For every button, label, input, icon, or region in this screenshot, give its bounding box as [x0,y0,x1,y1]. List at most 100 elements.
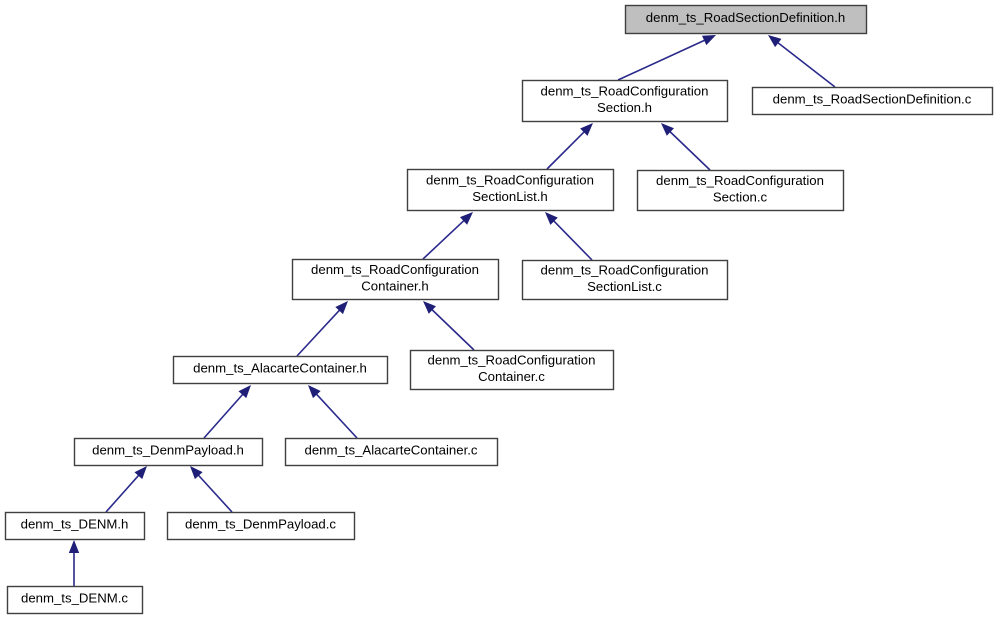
graph-node-denm_payload_c[interactable]: denm_ts_DenmPayload.c [166,511,356,541]
node-label-line: denm_ts_RoadSectionDefinition.h [646,10,845,25]
node-box[interactable] [291,258,500,301]
edge-line [552,219,593,261]
graph-edge [68,540,80,586]
node-label: denm_ts_DenmPayload.c [185,517,336,532]
edge-arrowhead-icon [190,466,203,480]
node-box[interactable] [521,259,729,301]
edge-line [296,308,342,357]
node-label: denm_ts_AlacarteContainer.h [193,361,367,376]
node-label-line: denm_ts_DenmPayload.c [185,517,336,532]
node-label-line: denm_ts_RoadConfiguration [428,353,596,368]
edge-arrowhead-icon [134,466,147,480]
node-box[interactable] [751,86,994,116]
node-label-line: denm_ts_RoadConfiguration [541,84,709,99]
node-label-line: denm_ts_RoadConfiguration [656,173,824,188]
graph-edge [545,212,593,261]
node-label-line: denm_ts_RoadConfiguration [426,173,594,188]
graph-edge [768,35,836,88]
node-label: denm_ts_DENM.c [21,591,128,606]
node-label-line: denm_ts_RoadConfiguration [541,263,709,278]
edge-arrowhead-icon [68,540,80,553]
graph-edge [422,212,473,260]
node-label-line: denm_ts_RoadConfiguration [311,262,479,277]
graph-edge [546,123,593,170]
node-label-line: denm_ts_DENM.h [21,517,129,532]
node-label-line: SectionList.h [472,189,548,204]
edge-line [546,130,586,170]
node-label: denm_ts_RoadSectionDefinition.h [646,10,845,25]
node-box[interactable] [73,437,264,467]
node-label-line: SectionList.c [587,279,662,294]
node-box[interactable] [284,437,499,467]
graph-node-alacarte_container_c[interactable]: denm_ts_AlacarteContainer.c [284,437,499,467]
node-label-line: Section.h [597,100,652,115]
edge-arrowhead-icon [335,301,348,315]
node-label-line: Section.c [713,190,768,205]
node-box[interactable] [521,79,729,123]
graph-edge [423,301,475,351]
graph-edge [308,385,358,439]
graph-edge [203,385,251,439]
edge-arrowhead-icon [580,123,593,136]
node-label-line: denm_ts_AlacarteContainer.c [304,443,477,458]
edge-arrowhead-icon [702,35,716,46]
graph-node-denm_c[interactable]: denm_ts_DENM.c [6,585,144,615]
edge-line [776,41,836,88]
node-label: denm_ts_DENM.h [21,517,129,532]
graph-edge [105,466,147,513]
edge-arrowhead-icon [423,301,436,314]
edge-arrowhead-icon [459,212,473,225]
node-box[interactable] [166,511,356,541]
graph-edge [617,35,716,81]
node-label: denm_ts_AlacarteContainer.c [304,443,477,458]
node-box[interactable] [172,355,389,385]
graph-node-denm_payload_h[interactable]: denm_ts_DenmPayload.h [73,437,264,467]
node-box[interactable] [6,585,144,615]
edge-arrowhead-icon [308,385,321,399]
graph-edge [296,301,348,357]
node-box[interactable] [636,169,845,212]
node-label-line: denm_ts_RoadSectionDefinition.c [773,92,972,107]
graph-edge [190,466,233,513]
nodes-layer: denm_ts_RoadSectionDefinition.h denm_ts_R… [4,4,994,615]
edge-line [422,218,466,260]
edge-line [668,130,711,171]
edge-line [203,392,245,439]
edge-arrowhead-icon [545,212,558,225]
edges-layer [68,35,836,586]
node-box[interactable] [406,168,615,212]
node-label-line: denm_ts_DenmPayload.h [92,443,244,458]
edge-line [314,392,358,439]
graph-node-alacarte_container_h[interactable]: denm_ts_AlacarteContainer.h [172,355,389,385]
graph-node-denm_h[interactable]: denm_ts_DENM.h [4,511,146,541]
node-label: denm_ts_DenmPayload.h [92,443,244,458]
edge-arrowhead-icon [238,385,251,399]
edge-line [430,308,475,351]
node-label-line: denm_ts_AlacarteContainer.h [193,361,367,376]
node-label-line: Container.c [478,369,545,384]
node-label-line: Container.h [361,279,428,294]
graph-node-road_section_definition_c[interactable]: denm_ts_RoadSectionDefinition.c [751,86,994,116]
node-box[interactable] [4,511,146,541]
graph-edge [661,123,711,171]
edge-line [196,473,233,513]
edge-line [617,38,707,81]
node-box[interactable] [409,349,615,391]
node-box[interactable] [624,4,868,35]
edge-line [105,473,141,513]
graph-node-road_section_definition_h[interactable]: denm_ts_RoadSectionDefinition.h [624,4,868,35]
